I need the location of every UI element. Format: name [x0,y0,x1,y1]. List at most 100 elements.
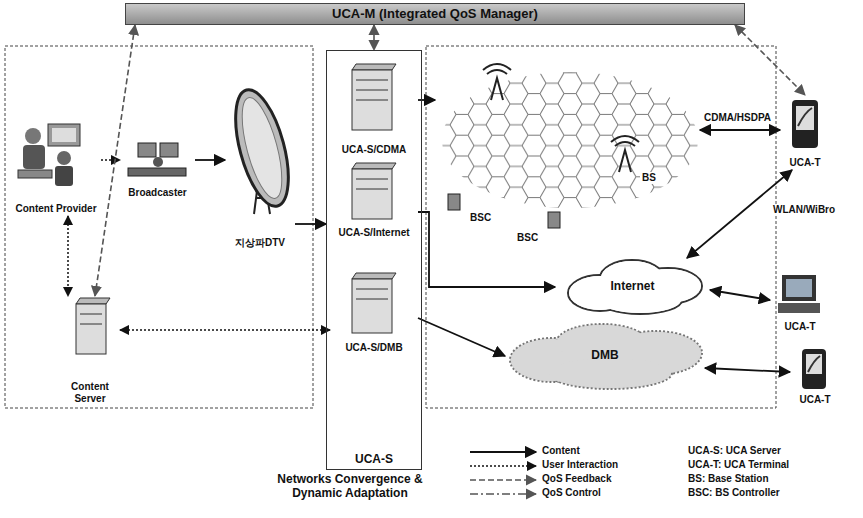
connector [710,290,770,300]
legend-line-sample [470,465,536,467]
bsc-building-icon [448,194,460,210]
server-icon [352,163,396,169]
server-icon [352,169,392,219]
terminal-icon [786,279,812,297]
terminal-icon [808,356,820,372]
connector [418,212,555,287]
dmb-cloud [511,325,701,388]
content-provider-icon [48,124,80,146]
abbreviation: BS: Base Station [688,473,769,485]
broadcaster-icon [128,168,186,176]
region-outline [5,46,776,408]
terminal-icon [778,100,826,389]
tower-icon [619,150,631,172]
terminal-icon [798,108,812,126]
internet-cloud [569,261,701,313]
caption-text: Networks Convergence & Dynamic Adaptatio… [262,472,438,501]
legend-label: Content [542,445,580,457]
broadcaster-icon [138,143,156,157]
terminal: UCA-T [780,95,830,170]
server-icon [356,80,388,81]
connector [67,216,69,296]
node-label: UCA-M (Integrated QoS Manager) [332,7,538,22]
content-provider-icon [55,166,73,186]
internet-cloud: Internet [555,258,710,316]
server-icon [356,100,388,101]
server-icon [76,298,110,304]
internet-cloud [568,260,702,314]
broadcaster-icon [153,157,163,167]
content-provider: Content Provider [11,120,101,216]
connector [373,25,375,50]
server-icon [356,299,388,300]
connector [95,25,135,296]
abbreviation: UCA-S: UCA Server [688,445,781,457]
server-icon [76,304,106,354]
cellular-grid [442,72,698,208]
dtv-transmitter: 지상파DTV [225,85,295,250]
region-outline [5,46,313,408]
terminal-icon [782,275,816,301]
dmb-cloud [510,324,702,389]
connector [705,368,790,372]
abbreviation: BSC: BS Controller [688,487,780,499]
station-label: BS [640,172,658,184]
content-provider-icon [18,170,52,178]
connector [418,318,505,356]
node-label: Broadcaster [128,187,186,199]
connector [418,99,435,101]
server-icon [356,90,388,91]
node-label: Internet [610,280,654,294]
content-server: Content Server [60,296,120,406]
terminal: UCA-T [790,345,840,407]
server-icon [356,179,388,180]
cellular-grid [442,72,698,208]
terminal-icon [792,100,818,148]
server-icon [80,324,102,325]
node-label: UCA-S/Internet [338,227,409,239]
cellular-network: BSCBSCBS [435,60,700,250]
legend-label: QoS Feedback [542,473,611,485]
node-label: Content Provider [15,203,96,215]
tower-icon [615,142,635,146]
terminal-icon [806,354,822,374]
content-provider-icon [25,128,41,144]
content-provider-icon [57,151,71,165]
bsc-building-icon [448,194,560,228]
terminal-icon [802,349,826,389]
dtv-dish-icon [225,84,299,211]
dmb-cloud: DMB [505,322,705,390]
node-label: UCA-S/CDMA [342,144,406,156]
dtv-dish-icon [225,84,299,214]
dtv-dish-icon [234,94,290,202]
broadcaster-icon [128,143,186,176]
node-label: DMB [591,349,618,363]
legend-line-sample [470,479,536,481]
connector [735,25,805,95]
content-provider-icon [52,128,76,142]
uca-server-group: UCA-S UCA-S/CDMA UCA-S/InternetUCA-S/DMB [326,50,422,470]
node-label: 지상파DTV [235,237,285,249]
content-provider-icon [18,124,80,186]
connector [101,159,120,161]
manager-bar: UCA-M (Integrated QoS Manager) [125,3,745,25]
content-provider-icon [23,145,45,169]
server-box: UCA-S/Internet [330,160,418,240]
station-label: BSC [468,212,493,224]
node-label: UCA-S/DMB [345,342,402,354]
legend-line-sample [470,493,536,495]
abbreviation: UCA-T: UCA Terminal [688,459,789,471]
node-label: UCA-T [784,321,815,333]
server-icon [80,314,102,315]
connector [700,129,780,131]
connector [195,159,225,161]
connector-label: WLAN/WiBro [772,204,836,216]
server-icon [352,64,396,70]
node-label: UCA-S [355,453,393,467]
terminal: UCA-T [770,272,830,334]
connector [295,223,326,225]
node-label: UCA-T [789,157,820,169]
connector [120,329,330,331]
